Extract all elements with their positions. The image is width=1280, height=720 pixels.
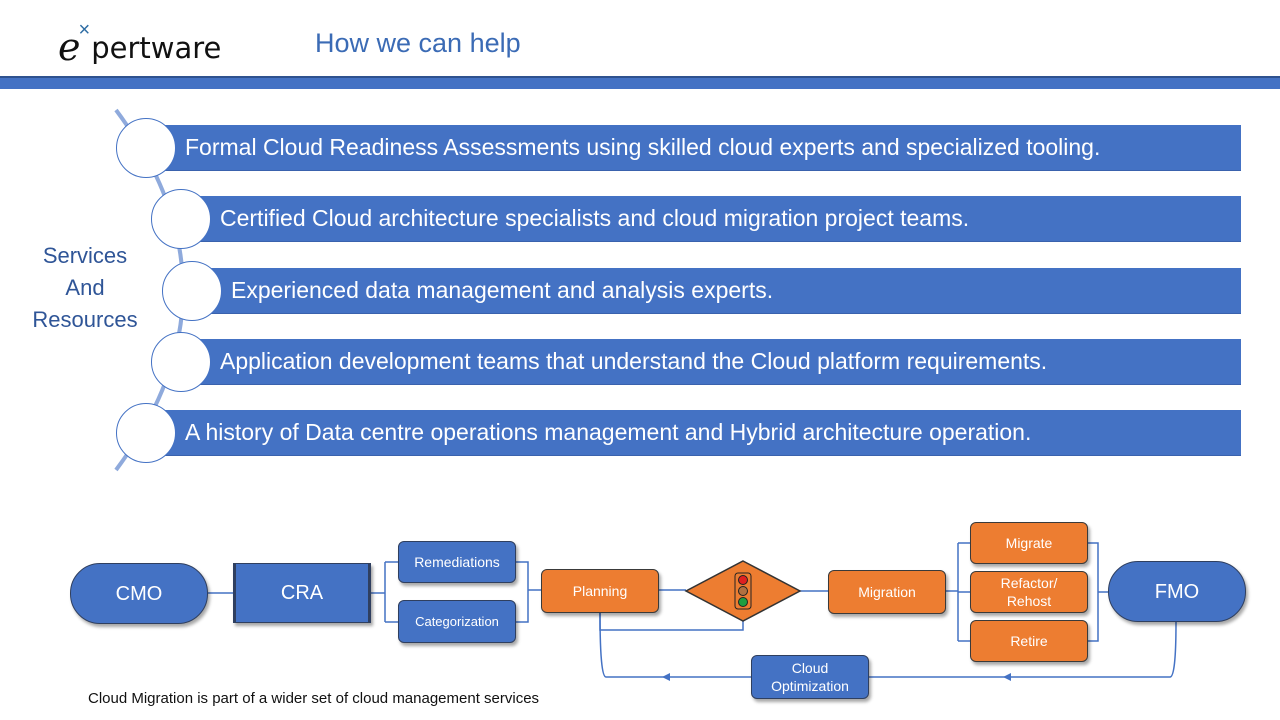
bullet-circle (116, 403, 176, 463)
service-text: Formal Cloud Readiness Assessments using… (185, 134, 1101, 160)
bullet-circle (151, 332, 211, 392)
bullet-circle (162, 261, 222, 321)
refactor-rehost-node: Refactor/Rehost (970, 571, 1088, 613)
logo-x: × (78, 19, 91, 41)
traffic-light-icon (734, 572, 752, 610)
service-text: Experienced data management and analysis… (231, 277, 774, 303)
logo-text: pertware (91, 31, 222, 65)
header-band (0, 78, 1280, 89)
label-line: Services (42, 243, 128, 268)
label-line: Resources (32, 307, 138, 332)
service-item-4: Application development teams that under… (185, 339, 1241, 385)
service-text: Application development teams that under… (220, 348, 1048, 374)
service-item-5: A history of Data centre operations mana… (150, 410, 1241, 456)
service-item-1: Formal Cloud Readiness Assessments using… (150, 125, 1241, 171)
header-divider (0, 76, 1280, 78)
node-line: Optimization (771, 678, 849, 694)
logo: e × pertware (58, 20, 221, 66)
migration-node: Migration (828, 570, 946, 614)
service-text: Certified Cloud architecture specialists… (220, 205, 970, 231)
node-line: Rehost (1006, 593, 1052, 609)
categorization-node: Categorization (398, 600, 516, 643)
caption: Cloud Migration is part of a wider set o… (88, 690, 540, 707)
bullet-circle (151, 189, 211, 249)
remediations-node: Remediations (398, 541, 516, 583)
cmo-node: CMO (70, 563, 208, 624)
service-item-2: Certified Cloud architecture specialists… (185, 196, 1241, 242)
bullet-circle (116, 118, 176, 178)
node-line: Cloud (791, 660, 829, 676)
cra-node: CRA (233, 563, 371, 623)
planning-node: Planning (541, 569, 659, 613)
services-label: Services And Resources (20, 240, 150, 336)
service-item-3: Experienced data management and analysis… (196, 268, 1241, 314)
retire-node: Retire (970, 620, 1088, 662)
logo-e: e (58, 25, 81, 69)
label-line: And (65, 275, 105, 300)
node-line: Refactor/ (1000, 575, 1058, 591)
service-text: A history of Data centre operations mana… (185, 419, 1032, 445)
migrate-node: Migrate (970, 522, 1088, 564)
page-title: How we can help (315, 28, 521, 58)
fmo-node: FMO (1108, 561, 1246, 622)
